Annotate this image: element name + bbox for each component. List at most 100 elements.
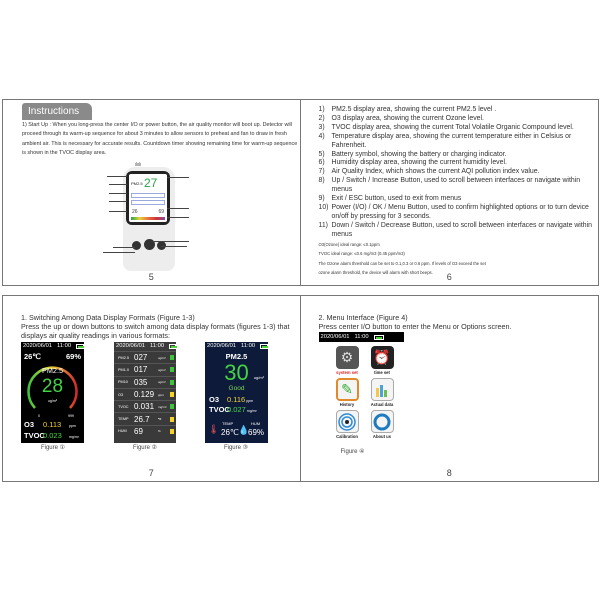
temp-value: 26℃ — [221, 428, 239, 437]
status-indicator-icon — [170, 416, 174, 422]
reading-label: PM2.5 — [118, 355, 129, 360]
menu-item-time-set[interactable]: ⏰ time set — [365, 346, 400, 375]
page-8: 2. Menu Interface (Figure 4) Press cente… — [301, 296, 599, 481]
device-temp: 26 — [132, 209, 138, 215]
vent-icon: ılıılı — [135, 162, 141, 168]
gauge-arc — [27, 366, 78, 409]
callout-line — [109, 201, 127, 202]
pm-unit: ug/m³ — [47, 399, 58, 403]
callout-line — [109, 193, 127, 194]
temp-label: TEMP — [222, 421, 234, 426]
menu-item-system-set[interactable]: ⚙ system set — [330, 346, 365, 375]
spread-pages-7-8: 1. Switching Among Data Display Formats … — [2, 295, 599, 482]
callout-line — [153, 241, 189, 242]
reading-label: PM10 — [118, 380, 128, 385]
list-item: 10)Power (I/O) / OK / Menu Button, used … — [318, 203, 589, 220]
callout-line — [161, 246, 187, 247]
page-number: 6 — [446, 272, 452, 282]
target-icon — [335, 410, 359, 433]
status-indicator-icon — [170, 379, 174, 385]
reading-row: PM10 035 ug/m³ — [114, 375, 176, 388]
aqi-bar — [131, 217, 165, 220]
tvoc-range-note: TVOC ideal range: ≤0.6 mg/m3 (0.45 ppm/m… — [318, 251, 405, 257]
callout-line — [167, 217, 189, 218]
status-bar: 2020/06/01 11:00 — [114, 342, 177, 351]
reading-unit: ppm — [158, 392, 164, 397]
gauge-max: 999 — [68, 414, 74, 418]
callout-line — [109, 184, 127, 185]
reading-label: O3 — [118, 392, 124, 397]
menu-item-history[interactable]: ✎ History — [330, 378, 365, 407]
list-item: 7)Air Quality Index, which shows the cur… — [318, 168, 540, 176]
list-item: 3)TVOC display area, showing the current… — [318, 123, 574, 131]
date: 2020/06/01 — [23, 343, 53, 349]
menu-interface-title: 2. Menu Interface (Figure 4) — [318, 313, 408, 322]
page-7: 1. Switching Among Data Display Formats … — [3, 296, 301, 481]
ozone-alarm-note-cont: ozone alarm threshold, the device will a… — [318, 270, 433, 276]
list-item: 8)Up / Switch / Increase Button, used to… — [318, 177, 581, 194]
pm-value: 28 — [41, 376, 64, 397]
list-item: 5)Battery symbol, showing the battery or… — [318, 150, 507, 158]
section-heading: 1. Switching Among Data Display Formats … — [21, 313, 301, 340]
device-hum: 69 — [158, 209, 164, 215]
battery-icon — [169, 344, 177, 349]
list-item: 1)PM2.5 display area, showing the curren… — [318, 106, 497, 113]
reading-unit: % — [158, 429, 161, 434]
callout-line — [167, 208, 189, 209]
reading-value: 017 — [134, 365, 148, 375]
status-bar: 2020/06/01 11:00 — [318, 332, 404, 342]
figure-3-screen: 2020/06/01 11:00 PM2.5 30 ug/m³ Good O3 … — [205, 342, 268, 443]
menu-grid: ⚙ system set ⏰ time set ✎ History Actual… — [330, 346, 400, 439]
reading-label: TEMP — [118, 417, 129, 422]
menu-item-calibration[interactable]: Calibration — [330, 410, 365, 439]
battery-icon — [373, 334, 384, 340]
menu-item-actual-data[interactable]: Actual data — [365, 378, 400, 407]
o3-area — [131, 193, 165, 198]
date: 2020/06/01 — [320, 333, 350, 340]
list-item: 6)Humidity display area, showing the cur… — [318, 159, 507, 167]
gauge-min: 0 — [38, 414, 40, 418]
reading-label: PM1.0 — [118, 367, 129, 372]
range-notes: O3(Ozone) ideal range: ≤0.1ppm TVOC idea… — [319, 240, 594, 278]
device-buttons — [131, 239, 167, 253]
reading-value: 0.129 — [134, 390, 155, 400]
menu-item-about-us[interactable]: About us — [365, 410, 400, 439]
date: 2020/06/01 — [207, 343, 237, 349]
pencil-icon: ✎ — [335, 378, 359, 401]
device-screen: PM2.5 27 26 69 — [126, 171, 170, 225]
figure-1-screen: 2020/06/01 11:00 26℃ 69% PM2.5 28 ug/m³ … — [21, 342, 84, 443]
reading-label: TVOC — [118, 404, 129, 409]
reading-value: 035 — [134, 377, 148, 387]
reading-unit: ug/m³ — [158, 380, 166, 385]
figure-2-caption: Figure ② — [132, 445, 158, 451]
tvoc-row: TVOC 0.023 mg/m³ — [24, 431, 79, 440]
o3-range-note: O3(Ozone) ideal range: ≤0.1ppm — [318, 242, 380, 247]
reading-label: HUM — [118, 429, 127, 434]
date: 2020/06/01 — [116, 343, 146, 349]
hum-value: 69% — [65, 352, 81, 361]
tvoc-area — [131, 200, 165, 205]
callout-line — [109, 211, 127, 212]
callout-line — [167, 177, 189, 178]
section-heading: 2. Menu Interface (Figure 4) Press cente… — [319, 313, 599, 331]
reading-value: 0.031 — [134, 402, 155, 412]
pm-unit: ug/m³ — [253, 375, 264, 380]
gear-icon: ⚙ — [335, 346, 359, 369]
reading-value: 027 — [134, 353, 148, 363]
time: 11:00 — [354, 333, 369, 340]
page-number: 8 — [446, 468, 452, 478]
down-button — [157, 241, 166, 250]
status-indicator-icon — [170, 355, 174, 361]
display-formats-body: Press the up or down buttons to switch a… — [21, 322, 290, 340]
reading-value: 26.7 — [134, 414, 150, 424]
pm-label: PM2.5 — [41, 366, 64, 375]
startup-instructions: 1) Start Up : When you long-press the ce… — [22, 122, 298, 156]
air-quality-status: Good — [228, 385, 245, 392]
o3-row: O3 0.116 ppm — [209, 395, 254, 404]
power-button — [144, 239, 155, 250]
up-button — [132, 241, 141, 250]
pm-label: PM2.5 — [225, 352, 248, 361]
